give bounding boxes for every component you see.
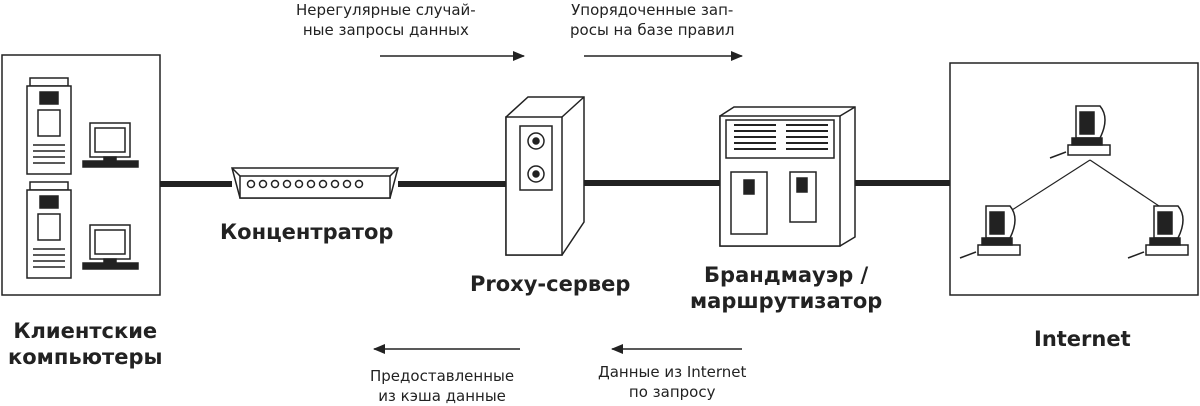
internet-computer-icon — [1127, 205, 1189, 259]
clients-label: Клиентские компьютеры — [8, 319, 163, 369]
network-cable — [160, 180, 950, 187]
proxy-server-icon — [505, 96, 585, 256]
hub-icon — [231, 167, 399, 199]
internet-label: Internet — [1034, 327, 1131, 351]
proxy-label: Proxy-сервер — [470, 272, 631, 296]
hub-label: Концентратор — [220, 220, 394, 244]
monitor-icon — [82, 122, 139, 168]
internet-group — [949, 62, 1199, 296]
flow-label-cached-data: Предоставленные из кэша данные — [370, 367, 515, 405]
firewall-label: Брандмауэр / маршрутизатор — [690, 263, 883, 313]
internet-computer-icon — [1049, 105, 1111, 159]
flow-label-internet-data: Данные из Internet по запросу — [598, 363, 747, 401]
tower-computer-icon — [26, 77, 72, 175]
flow-label-rule-requests: Упорядоченные зап- росы на базе правил — [570, 1, 735, 39]
firewall-router-icon — [719, 106, 856, 247]
monitor-icon — [82, 224, 139, 270]
internet-computer-icon — [959, 205, 1021, 259]
tower-computer-icon — [26, 181, 72, 279]
client-computers-group — [1, 54, 161, 296]
flow-label-random-requests: Нерегулярные случай- ные запросы данных — [296, 1, 476, 39]
